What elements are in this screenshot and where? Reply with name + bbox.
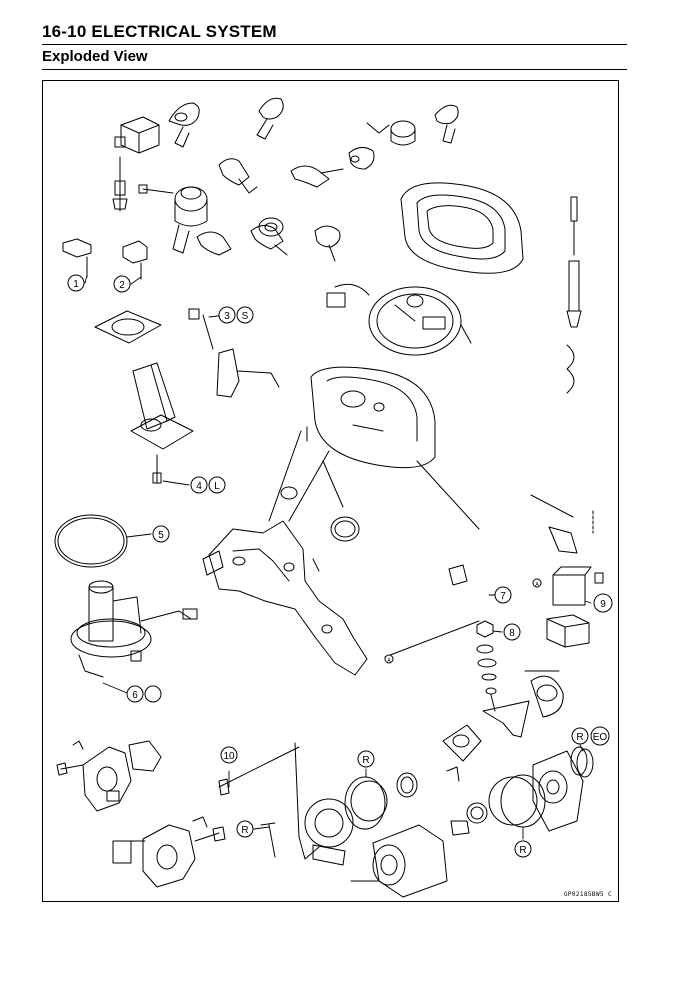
svg-text:R: R	[362, 755, 369, 766]
wiring-harness	[188, 308, 280, 398]
exploded-view-frame: 1 2 3 S 4 L 5 6 7	[42, 80, 619, 902]
o-ring-small	[576, 748, 594, 778]
callout-9: 7	[494, 586, 512, 604]
pedal-assembly	[130, 362, 194, 484]
page-title: 16-10 ELECTRICAL SYSTEM	[42, 22, 277, 41]
handlebar-switch-left	[56, 740, 162, 812]
key-set-group	[168, 97, 459, 262]
svg-text:EO: EO	[593, 732, 608, 743]
callout-10: 9	[593, 593, 613, 613]
section-rule	[42, 69, 627, 70]
svg-text:L: L	[214, 481, 220, 492]
callout-R-starter-front: R	[357, 750, 375, 768]
svg-text:A: A	[535, 582, 539, 588]
callout-6: 10	[220, 746, 238, 764]
svg-text:A: A	[387, 658, 391, 664]
callout-R-oring-left: 5	[152, 525, 170, 543]
callout-R-EO: R EO	[571, 726, 610, 746]
svg-text:1: 1	[73, 279, 79, 290]
section-title: Exploded View	[42, 48, 148, 65]
callout-R-starter-rear: R	[514, 840, 532, 858]
reference-marks: A A	[384, 578, 542, 664]
svg-text:5: 5	[158, 530, 164, 541]
ignition-switch-group	[112, 116, 208, 254]
svg-text:8: 8	[509, 628, 515, 639]
callout-2-L: 4 L	[190, 476, 226, 494]
o-ring-large	[54, 514, 128, 568]
fuel-pump-assembly	[70, 580, 198, 678]
meter-case-lower	[306, 366, 436, 469]
exploded-view-drawing: 1 2 3 S 4 L 5 6 7	[54, 97, 613, 898]
callout-8: 8	[503, 623, 521, 641]
title-rule	[42, 44, 627, 45]
drawing-code: GP02185BW5 C	[563, 891, 612, 898]
svg-text:4: 4	[196, 481, 202, 492]
callout-1: 2	[113, 275, 131, 293]
speedometer	[326, 283, 472, 356]
svg-text:9: 9	[600, 599, 606, 610]
bolts-nuts-column	[384, 564, 497, 712]
callout-3-S: 6	[126, 685, 162, 703]
callout-7: R	[236, 820, 254, 838]
svg-text:3: 3	[224, 311, 230, 322]
callout-5: 1	[67, 274, 85, 292]
o-ring-large-inner	[57, 517, 125, 565]
starter-relay-group	[530, 494, 604, 648]
sensor-probe	[566, 196, 582, 394]
svg-text:2: 2	[119, 280, 125, 291]
brush-holder	[482, 670, 564, 738]
svg-text:10: 10	[223, 751, 235, 762]
assembly-line	[322, 460, 344, 508]
callout-labels: 1 2 3 S 4 L 5 6 7	[67, 274, 613, 858]
bracket-stay	[202, 486, 368, 676]
meter-housing	[400, 182, 524, 274]
svg-text:R: R	[519, 845, 526, 856]
svg-text:6: 6	[132, 690, 138, 701]
assembly-line	[416, 460, 480, 530]
assembly-line	[288, 450, 330, 522]
svg-text:7: 7	[500, 591, 506, 602]
o-ring-starter-front	[344, 776, 386, 830]
gasket-part	[94, 310, 162, 344]
o-ring-starter-rear	[500, 774, 546, 828]
callout-leaders	[84, 274, 592, 840]
callout-4-L: 3 S	[218, 306, 254, 324]
svg-text:R: R	[241, 825, 248, 836]
handlebar-switch-right	[112, 816, 226, 888]
assembly-line	[268, 430, 302, 522]
switch-small-group	[62, 238, 148, 280]
svg-text:S: S	[242, 311, 249, 322]
svg-text:R: R	[576, 732, 583, 743]
starter-motor-group	[218, 724, 588, 898]
